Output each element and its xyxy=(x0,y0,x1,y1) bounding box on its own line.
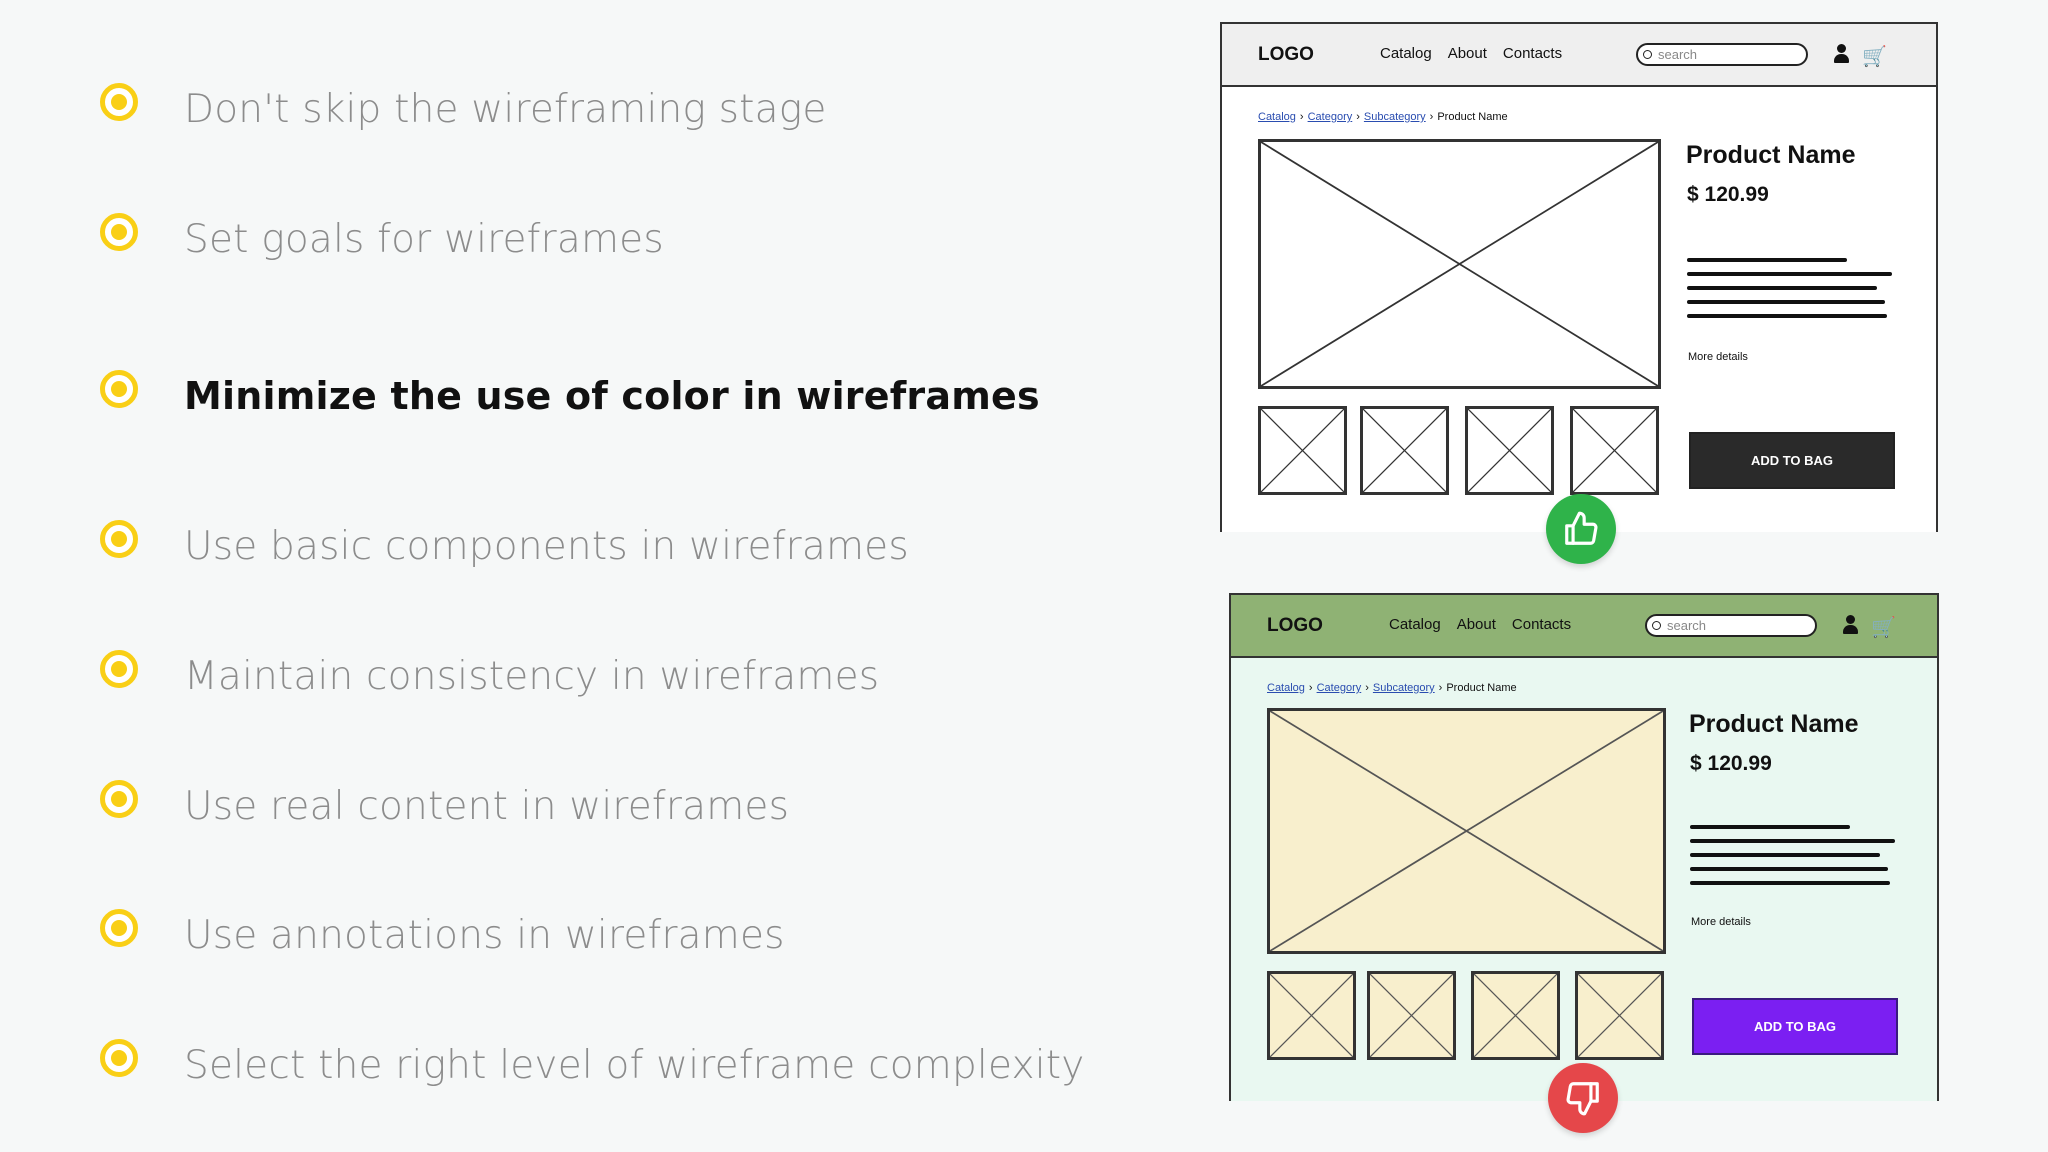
wireframe-breadcrumb: Catalog›Category›Subcategory›Product Nam… xyxy=(1258,111,1508,123)
tip-label: Minimize the use of color in wireframes xyxy=(184,374,1040,418)
tip-label: Set goals for wireframes xyxy=(184,217,664,262)
cart-icon: 🛒 xyxy=(1871,617,1896,639)
nav-catalog: Catalog xyxy=(1380,45,1432,62)
wireframe-nav: Catalog About Contacts xyxy=(1389,616,1571,633)
thumb-placeholder xyxy=(1258,406,1347,495)
thumb-placeholder xyxy=(1570,406,1659,495)
tip-label: Use annotations in wireframes xyxy=(184,913,785,958)
nav-contacts: Contacts xyxy=(1511,616,1572,633)
crumb: Subcategory xyxy=(1363,111,1426,123)
wireframe-header: LOGO Catalog About Contacts search 🛒 xyxy=(1231,595,1937,658)
user-icon xyxy=(1832,44,1852,66)
tip-label: Use real content in wireframes xyxy=(184,784,790,829)
thumb-placeholder xyxy=(1471,971,1560,1060)
thumb-placeholder xyxy=(1267,971,1356,1060)
bullet-icon xyxy=(100,520,138,558)
nav-about: About xyxy=(1447,45,1487,62)
tip-label: Don't skip the wireframing stage xyxy=(184,87,827,132)
thumb-placeholder xyxy=(1367,971,1456,1060)
wireframe-logo: LOGO xyxy=(1267,615,1323,636)
crumb-current: Product Name xyxy=(1446,682,1517,694)
crumb: Catalog xyxy=(1267,682,1305,694)
product-name: Product Name xyxy=(1686,141,1856,169)
crumb: Catalog xyxy=(1258,111,1296,123)
wireframe-header: LOGO Catalog About Contacts search 🛒 xyxy=(1222,24,1936,87)
product-price: $ 120.99 xyxy=(1687,183,1769,206)
tips-list: Don't skip the wireframing stage Set goa… xyxy=(100,83,1085,1088)
thumb-placeholder xyxy=(1465,406,1554,495)
bullet-icon xyxy=(100,83,138,121)
add-to-bag-button: ADD TO BAG xyxy=(1689,432,1895,489)
thumbs-up-icon xyxy=(1546,494,1616,564)
wireframe-colored: LOGO Catalog About Contacts search 🛒 Cat… xyxy=(1229,593,1939,1101)
description-scribble xyxy=(1690,825,1900,895)
wireframe-search: search xyxy=(1645,614,1817,637)
crumb: Category xyxy=(1316,682,1362,694)
cart-icon: 🛒 xyxy=(1862,46,1887,68)
bullet-icon xyxy=(100,1039,138,1077)
wireframe-breadcrumb: Catalog›Category›Subcategory›Product Nam… xyxy=(1267,682,1517,694)
bullet-icon xyxy=(100,909,138,947)
bullet-icon xyxy=(100,370,138,408)
nav-about: About xyxy=(1456,616,1496,633)
image-placeholder xyxy=(1267,708,1666,954)
tip-label: Use basic components in wireframes xyxy=(184,524,909,569)
thumbs-down-icon xyxy=(1548,1063,1618,1133)
nav-catalog: Catalog xyxy=(1389,616,1441,633)
thumb-placeholder xyxy=(1575,971,1664,1060)
tip-label: Select the right level of wireframe comp… xyxy=(184,1043,1085,1088)
more-details: More details xyxy=(1688,351,1748,363)
crumb: Subcategory xyxy=(1372,682,1435,694)
user-icon xyxy=(1841,615,1861,637)
bullet-icon xyxy=(100,213,138,251)
wireframe-logo: LOGO xyxy=(1258,44,1314,65)
wireframe-grayscale: LOGO Catalog About Contacts search 🛒 Cat… xyxy=(1220,22,1938,532)
crumb-current: Product Name xyxy=(1437,111,1508,123)
bullet-icon xyxy=(100,650,138,688)
product-name: Product Name xyxy=(1689,710,1859,738)
tip-label: Maintain consistency in wireframes xyxy=(184,654,880,699)
more-details: More details xyxy=(1691,916,1751,928)
add-to-bag-button: ADD TO BAG xyxy=(1692,998,1898,1055)
bullet-icon xyxy=(100,780,138,818)
thumb-placeholder xyxy=(1360,406,1449,495)
wireframe-search: search xyxy=(1636,43,1808,66)
nav-contacts: Contacts xyxy=(1502,45,1563,62)
description-scribble xyxy=(1687,258,1897,328)
image-placeholder xyxy=(1258,139,1661,389)
wireframe-nav: Catalog About Contacts xyxy=(1380,45,1562,62)
crumb: Category xyxy=(1307,111,1353,123)
product-price: $ 120.99 xyxy=(1690,752,1772,775)
